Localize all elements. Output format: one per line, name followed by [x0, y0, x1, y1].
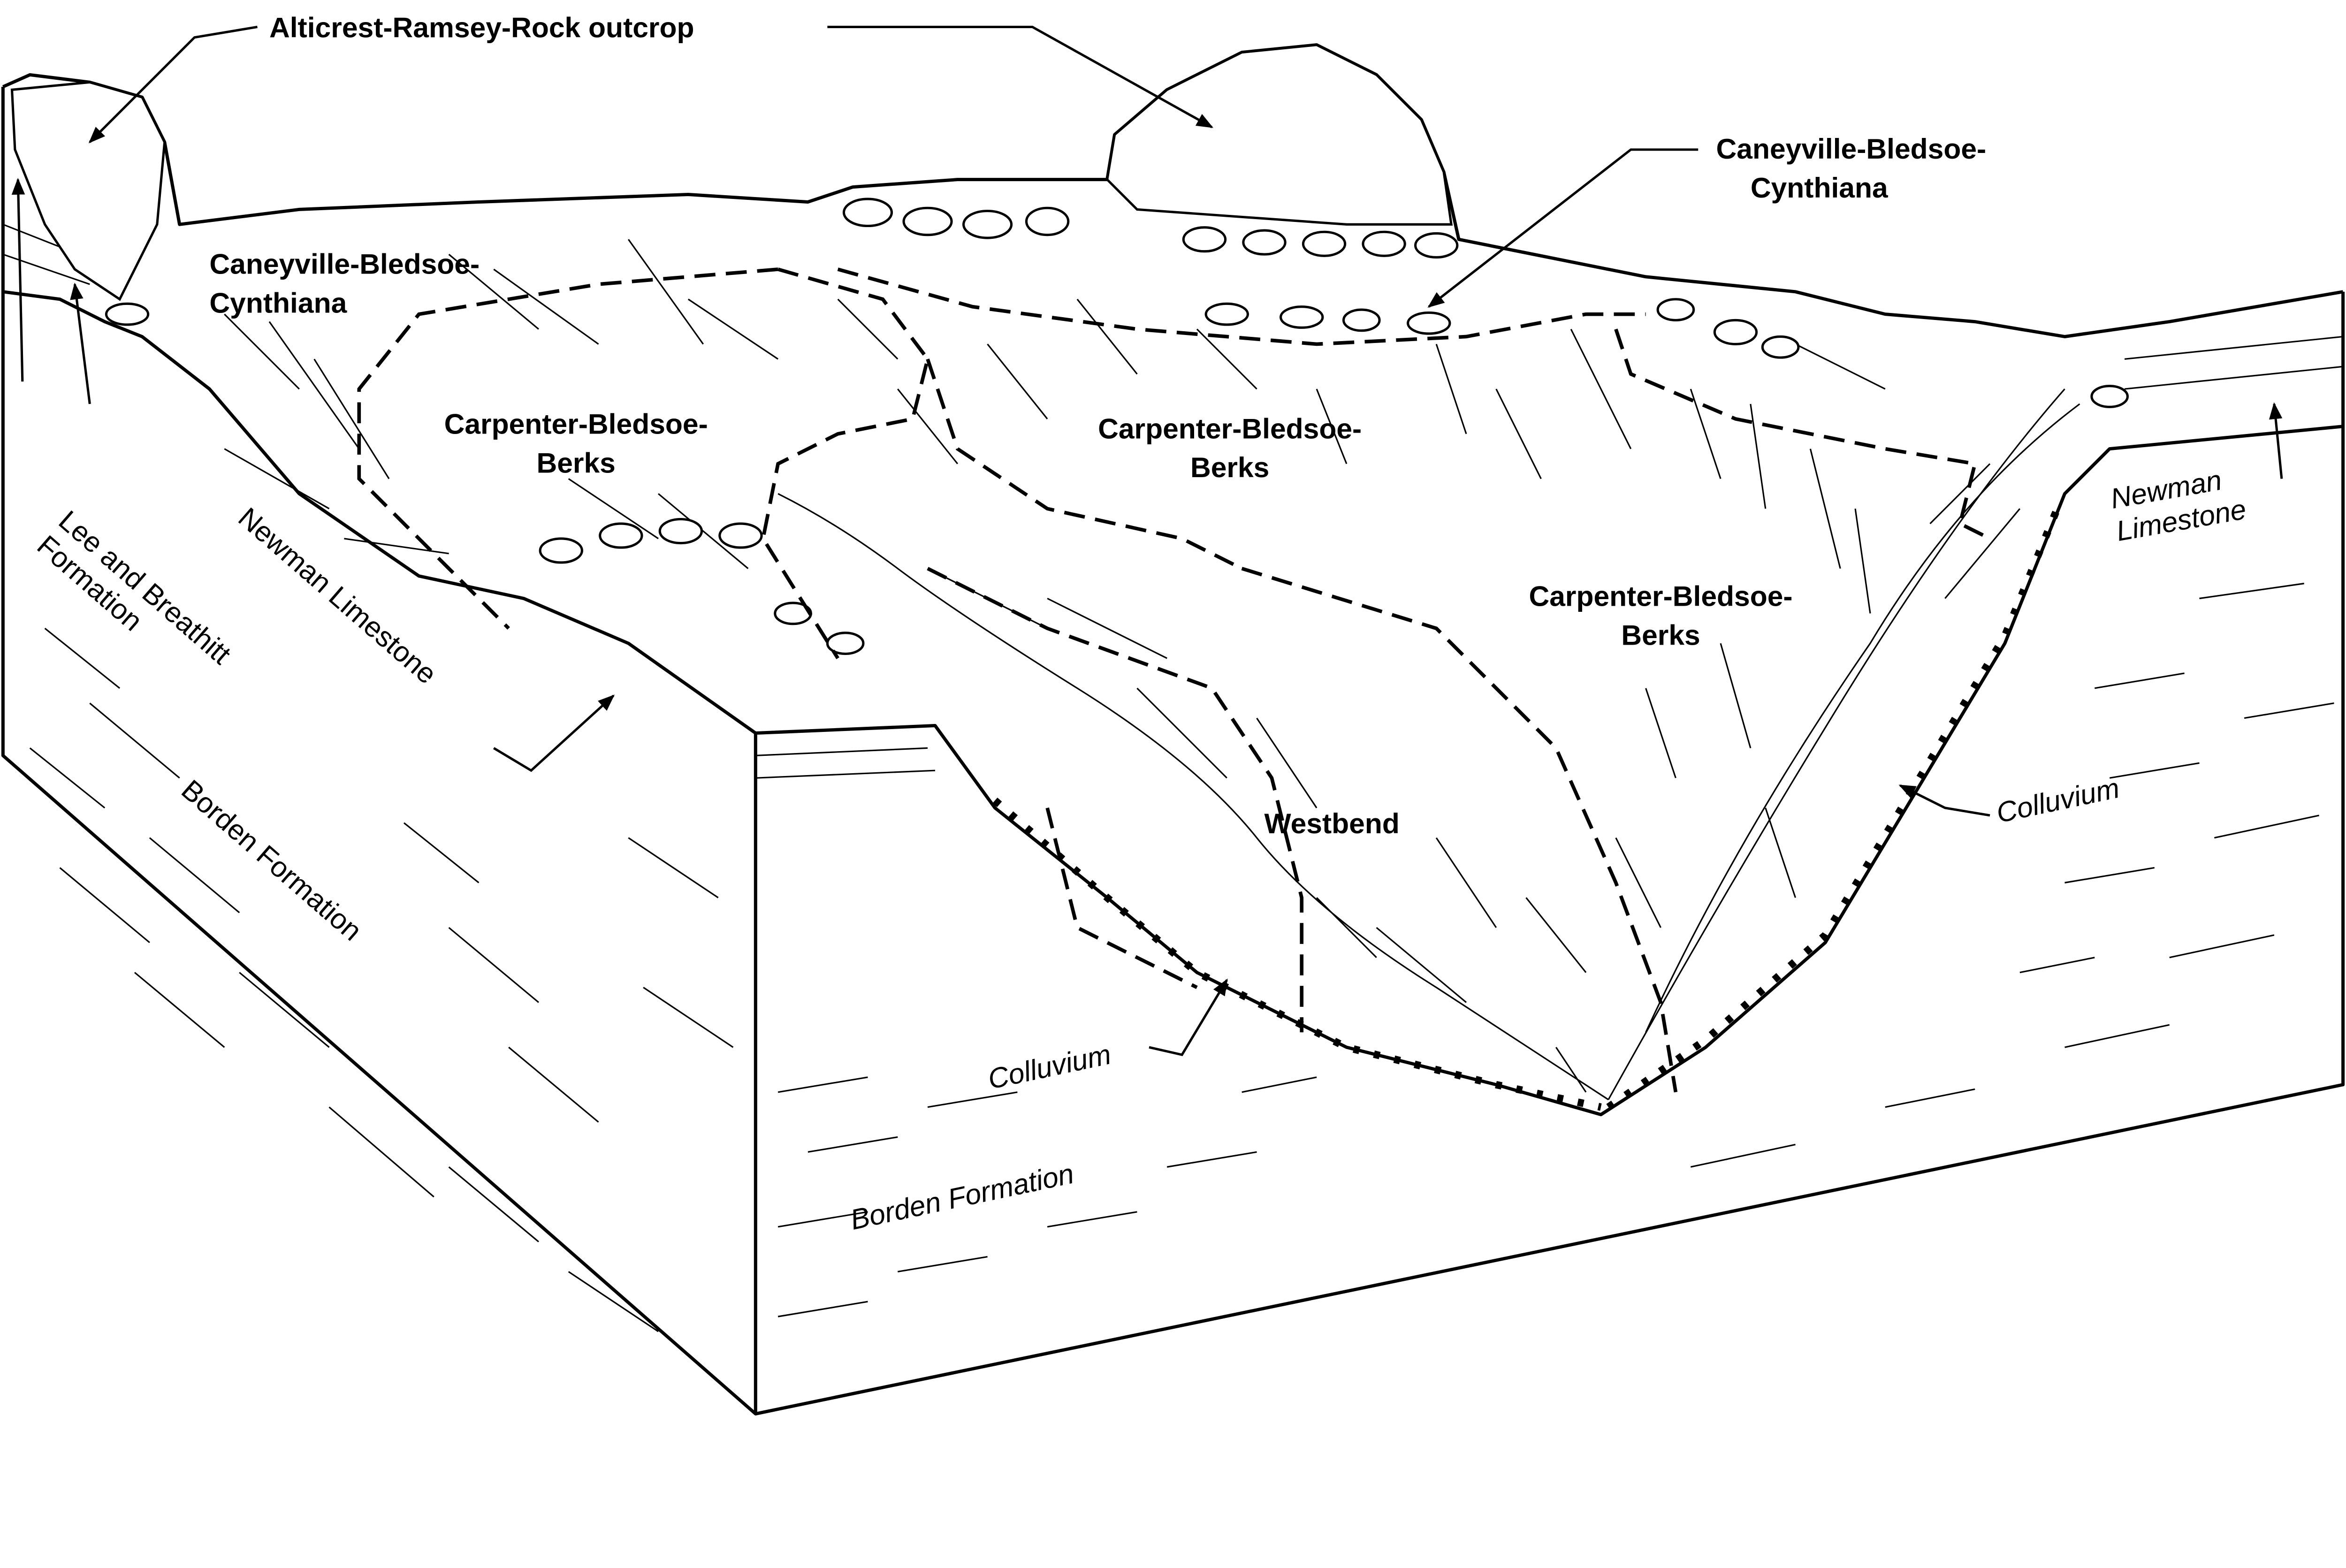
label-carpenter-left: Carpenter-Bledsoe-Berks	[444, 408, 708, 479]
soil-boundaries	[357, 267, 1991, 1093]
label-newman-right: NewmanLimestone	[2108, 460, 2248, 547]
label-caneyville-left: Caneyville-Bledsoe-Cynthiana	[209, 248, 480, 319]
strata-lines	[29, 583, 2334, 1332]
label-colluvium-right: Colluvium	[1994, 772, 2122, 829]
soil-block-diagram: Alticrest-Ramsey-Rock outcrop Caneyville…	[1, 12, 2345, 1416]
leader-lines	[11, 25, 2283, 1056]
label-borden-front: Borden Formation	[847, 1157, 1076, 1236]
label-borden-left: Borden Formation	[175, 774, 368, 947]
label-caneyville-right: Caneyville-Bledsoe-Cynthiana	[1716, 133, 1987, 204]
label-newman-left: Newman Limestone	[232, 501, 443, 690]
label-colluvium-left: Colluvium	[985, 1038, 1114, 1095]
rock-outcrops	[10, 44, 2129, 655]
label-outcrop: Alticrest-Ramsey-Rock outcrop	[269, 12, 694, 44]
label-carpenter-right: Carpenter-Bledsoe-Berks	[1529, 580, 1792, 651]
terrain-hatching	[224, 239, 2080, 1101]
label-carpenter-center: Carpenter-Bledsoe-Berks	[1098, 412, 1362, 483]
label-lee-breathitt: Lee and BreathittFormation	[31, 504, 237, 695]
label-westbend: Westbend	[1264, 807, 1400, 839]
